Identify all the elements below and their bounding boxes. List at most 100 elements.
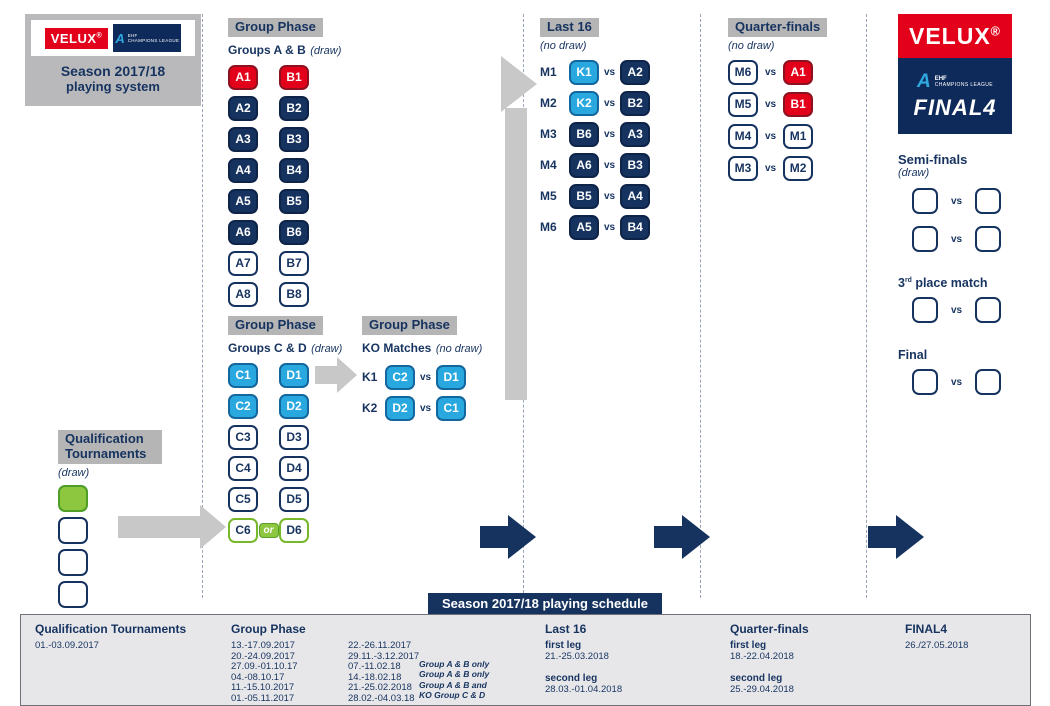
team-box-b1: B1 (279, 64, 309, 90)
last16-match-row: M4 A6 vs B3 (540, 152, 651, 178)
champions-league-label: CHAMPIONS LEAGUE (127, 38, 180, 43)
team-box-d5: D5 (279, 486, 309, 512)
arrow-groups-to-last16-head (501, 56, 537, 112)
team-box-a7: A7 (228, 250, 258, 276)
group-cd-note: (draw) (311, 342, 343, 355)
ehf-a-icon: A (115, 30, 125, 46)
team-box: A5 (569, 214, 599, 240)
arrow-groups-to-last16-bar (505, 108, 527, 400)
ehf-label: EHF (127, 32, 138, 38)
match-label: K2 (362, 401, 378, 416)
team-box-b7: B7 (279, 250, 309, 276)
group-phase-ko-section: Group Phase KO Matches (no draw) K1 C2 v… (362, 316, 482, 421)
team-box-d1: D1 (279, 362, 309, 388)
vs-label: vs (604, 66, 616, 78)
team-box-b5: B5 (279, 188, 309, 214)
ehf-a-icon: A (916, 71, 931, 92)
quarterfinals-header: Quarter-finals (728, 18, 828, 37)
schedule-last16-firstleg-label: first leg (545, 640, 582, 651)
team-box-a5: A5 (228, 188, 258, 214)
arrow-cd-to-ko (315, 366, 337, 384)
team-box-b6: B6 (279, 219, 309, 245)
empty-team-box (912, 297, 938, 323)
last16-header: Last 16 (540, 18, 599, 37)
group-ab-note: (draw) (310, 44, 342, 57)
empty-team-box (975, 226, 1002, 252)
team-box: B1 (783, 91, 814, 117)
team-box: B6 (569, 121, 599, 147)
last16-match-row: M3 B6 vs A3 (540, 121, 651, 147)
team-box: B4 (620, 214, 651, 240)
schedule-qf-secondleg-label: second leg (730, 673, 783, 684)
schedule-qf-firstleg-date: 18.-22.04.2018 (730, 651, 794, 662)
qualification-section: Qualification Tournaments (draw) (58, 430, 188, 608)
schedule-title: Season 2017/18 playing schedule (428, 593, 662, 614)
champions-league-label: CHAMPIONS LEAGUE (934, 82, 994, 88)
arrow-qualification-to-groups-head (200, 505, 226, 549)
quarterfinals-note: (no draw) (728, 39, 775, 52)
group-phase-ab-header: Group Phase (228, 18, 323, 37)
team-box: D1 (436, 364, 467, 390)
team-box: C1 (436, 395, 467, 421)
group-phase-ab-section: Group Phase Groups A & B (draw) A1 B1 A2… (228, 18, 341, 307)
schedule-qf-firstleg-label: first leg (730, 640, 767, 651)
team-box-a6: A6 (228, 219, 258, 245)
group-phase-cd-header: Group Phase (228, 316, 323, 335)
empty-team-box (975, 369, 1002, 395)
team-box-c3: C3 (228, 424, 258, 450)
vs-label: vs (765, 66, 777, 78)
final4-navy-box: A EHF CHAMPIONS LEAGUE FINAL4 (898, 58, 1012, 134)
final-title: Final (898, 348, 928, 362)
team-box: D2 (385, 395, 415, 421)
schedule-groupphase-notes: Group A & B only Group A & B only Group … (419, 659, 490, 701)
schedule-groupphase-header: Group Phase (231, 622, 306, 636)
season-title: Season 2017/18 (60, 63, 166, 79)
team-box: B3 (620, 152, 651, 178)
finals-section: Semi-finals (draw) vs vs 3rd place match… (898, 152, 1028, 395)
group-phase-ko-header: Group Phase (362, 316, 457, 335)
match-label: M2 (540, 96, 557, 111)
team-box: M6 (728, 59, 758, 85)
empty-team-box (975, 297, 1002, 323)
team-box: A4 (620, 183, 651, 209)
team-box: K1 (569, 59, 599, 85)
match-label: M6 (540, 220, 557, 235)
flow-arrow-bar (654, 526, 682, 548)
last16-match-row: M5 B5 vs A4 (540, 183, 651, 209)
flow-arrow-bar (480, 526, 508, 548)
last16-section: Last 16 (no draw) M1 K1 vs A2 M2 K2 vs B… (540, 18, 651, 240)
empty-team-box (912, 226, 938, 252)
section-divider (866, 14, 867, 598)
vs-label: vs (951, 304, 963, 316)
team-box: K2 (569, 90, 599, 116)
team-box-c5: C5 (228, 486, 258, 512)
vs-label: vs (604, 128, 616, 140)
match-label: M1 (540, 65, 557, 80)
team-box: M2 (783, 155, 814, 181)
qualification-header: Qualification Tournaments (58, 430, 162, 464)
section-divider (202, 14, 203, 598)
schedule-qf-secondleg-date: 25.-29.04.2018 (730, 684, 794, 695)
qf-match-row: M6 vs A1 (728, 59, 827, 85)
vs-label: vs (604, 221, 616, 233)
team-box: A2 (620, 59, 651, 85)
team-box-d2: D2 (279, 393, 309, 419)
vs-label: vs (765, 130, 777, 142)
velux-final4-red-box: VELUX® (898, 14, 1012, 58)
vs-label: vs (604, 159, 616, 171)
match-label: K1 (362, 370, 378, 385)
qf-match-row: M4 vs M1 (728, 123, 827, 149)
team-box-b2: B2 (279, 95, 309, 121)
schedule-qualification-date: 01.-03.09.2017 (35, 640, 99, 651)
section-divider (700, 14, 701, 598)
schedule-groupphase-dates-col1: 13.-17.09.2017 20.-24.09.2017 27.09.-01.… (231, 640, 298, 704)
last16-match-row: M6 A5 vs B4 (540, 214, 651, 240)
vs-label: vs (604, 97, 616, 109)
third-place-row: vs (898, 297, 1028, 323)
team-box-c1: C1 (228, 362, 258, 388)
vs-label: vs (420, 371, 432, 383)
vs-label: vs (420, 402, 432, 414)
team-box-b8: B8 (279, 281, 309, 307)
empty-team-box (912, 188, 938, 214)
schedule-last16-firstleg-date: 21.-25.03.2018 (545, 651, 609, 662)
